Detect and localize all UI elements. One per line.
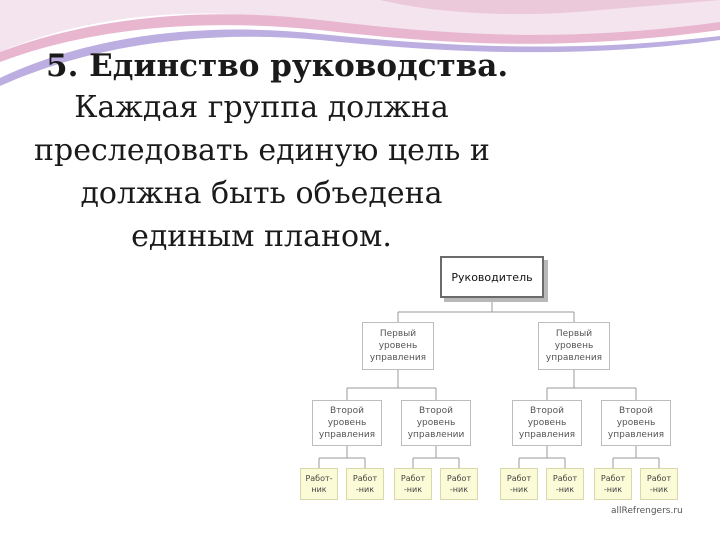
slide-title: 5. Единство руководства. — [46, 48, 509, 84]
worker-box-4: Работ -ник — [440, 468, 478, 500]
org-chart: Руководитель Первый уровень управления П… — [298, 252, 690, 522]
body-line-3: должна быть объедена — [80, 176, 443, 211]
worker-box-6: Работ -ник — [546, 468, 584, 500]
worker-box-8: Работ -ник — [640, 468, 678, 500]
text-block: 5. Единство руководства. Каждая группа д… — [34, 46, 534, 258]
worker-box-7: Работ -ник — [594, 468, 632, 500]
body-line-4: единым планом. — [131, 219, 392, 254]
level1-box-right: Первый уровень управления — [538, 322, 610, 370]
level2-box-2: Второй уровень управлении — [401, 400, 471, 446]
org-chart-connectors — [318, 300, 660, 468]
level2-box-1: Второй уровень управления — [312, 400, 382, 446]
leader-box: Руководитель — [440, 256, 544, 298]
header-wave-decoration — [0, 0, 720, 86]
body-line-2: преследовать единую цель и — [34, 133, 490, 168]
level2-box-3: Второй уровень управления — [512, 400, 582, 446]
level2-box-4: Второй уровень управления — [601, 400, 671, 446]
worker-box-1: Работ- ник — [300, 468, 338, 500]
watermark: allRefrengers.ru — [608, 506, 686, 516]
worker-box-5: Работ -ник — [500, 468, 538, 500]
level1-box-left: Первый уровень управления — [362, 322, 434, 370]
body-line-1: Каждая группа должна — [74, 90, 449, 125]
worker-box-3: Работ -ник — [394, 468, 432, 500]
worker-box-2: Работ -ник — [346, 468, 384, 500]
